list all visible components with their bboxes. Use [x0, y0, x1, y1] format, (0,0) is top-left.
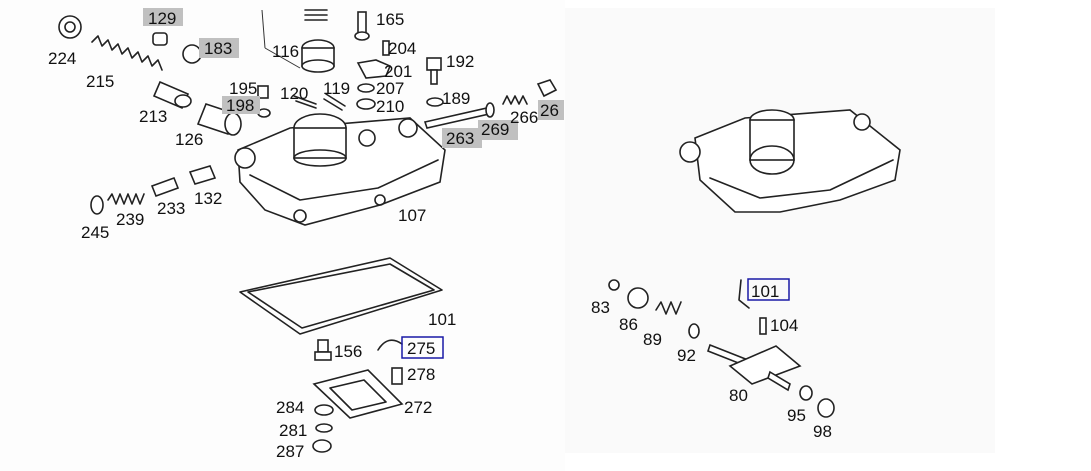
label-89[interactable]: 89 — [643, 330, 662, 349]
part-120-drawing — [293, 95, 317, 109]
part-98-drawing — [817, 398, 835, 418]
part-165-drawing — [354, 11, 370, 41]
label-213[interactable]: 213 — [139, 107, 167, 126]
label-192[interactable]: 192 — [446, 52, 474, 71]
part-201-drawing — [356, 59, 392, 79]
label-204[interactable]: 204 — [388, 39, 416, 58]
part-195-198-drawing — [257, 85, 271, 118]
part-192-drawing — [426, 57, 442, 85]
part-239-spring — [107, 193, 145, 205]
label-165[interactable]: 165 — [376, 10, 404, 29]
part-132-drawing — [188, 165, 217, 185]
part-215-spring — [91, 35, 163, 71]
part-245-drawing — [90, 195, 104, 215]
part-116-drawing — [301, 39, 335, 73]
part-204-drawing — [382, 40, 390, 56]
label-198[interactable]: 198 — [226, 96, 254, 115]
part-129-drawing — [152, 32, 168, 46]
part-275-drawing — [377, 339, 403, 351]
label-80[interactable]: 80 — [729, 386, 748, 405]
part-83-drawing — [608, 279, 620, 291]
label-207[interactable]: 207 — [376, 79, 404, 98]
part-213-drawing — [152, 80, 192, 110]
part-287-drawing — [312, 439, 332, 453]
highlight-269 — [478, 120, 518, 140]
label-119[interactable]: 119 — [323, 79, 350, 98]
part-284-drawing — [314, 404, 334, 416]
part-119-drawing — [323, 93, 346, 111]
label-156[interactable]: 156 — [334, 342, 362, 361]
label-26x[interactable]: 26 — [540, 101, 559, 120]
label-215[interactable]: 215 — [86, 72, 114, 91]
label-126[interactable]: 126 — [175, 130, 203, 149]
highlight-129 — [143, 8, 183, 26]
label-92[interactable]: 92 — [677, 346, 696, 365]
label-287[interactable]: 287 — [276, 442, 304, 461]
part-272-plate — [312, 369, 404, 419]
label-104[interactable]: 104 — [770, 316, 798, 335]
label-95[interactable]: 95 — [787, 406, 806, 425]
highlight-198 — [222, 96, 260, 114]
label-101-left[interactable]: 101 — [428, 310, 456, 329]
label-116[interactable]: 116 — [272, 42, 299, 61]
label-263[interactable]: 263 — [446, 129, 474, 148]
label-272[interactable]: 272 — [404, 398, 432, 417]
part-89-spring — [655, 301, 682, 315]
part-92-drawing — [688, 323, 700, 339]
label-224[interactable]: 224 — [48, 49, 76, 68]
part-26x-sensor — [536, 79, 558, 98]
highlight-101-right[interactable] — [747, 278, 790, 301]
label-189[interactable]: 189 — [442, 89, 470, 108]
highlight-275[interactable] — [401, 336, 444, 359]
label-284[interactable]: 284 — [276, 398, 304, 417]
part-281-drawing — [315, 423, 333, 433]
highlight-263 — [442, 128, 482, 148]
label-132[interactable]: 132 — [194, 189, 222, 208]
part-107-housing — [234, 9, 446, 226]
label-275[interactable]: 275 — [407, 339, 435, 358]
label-269[interactable]: 269 — [481, 120, 509, 139]
part-183-drawing — [182, 44, 202, 64]
part-spring-top-drawing — [304, 9, 328, 21]
highlight-26x — [538, 100, 564, 120]
part-101-right-drawing — [738, 279, 750, 309]
part-233-drawing — [150, 176, 180, 198]
left-panel-bg — [0, 0, 565, 471]
part-224-drawing — [58, 15, 82, 39]
part-207-210-drawing — [356, 83, 376, 110]
part-104-drawing — [759, 317, 767, 335]
label-239[interactable]: 239 — [116, 210, 144, 229]
label-195[interactable]: 195 — [229, 79, 257, 98]
label-210[interactable]: 210 — [376, 97, 404, 116]
label-183[interactable]: 183 — [204, 39, 232, 58]
label-245[interactable]: 245 — [81, 223, 109, 242]
part-86-drawing — [627, 287, 649, 309]
label-98[interactable]: 98 — [813, 422, 832, 441]
label-278[interactable]: 278 — [407, 365, 435, 384]
housing-outline-right — [679, 109, 901, 213]
right-panel-bg — [565, 8, 995, 453]
label-83[interactable]: 83 — [591, 298, 610, 317]
label-86[interactable]: 86 — [619, 315, 638, 334]
part-95-drawing — [799, 385, 813, 401]
part-278-drawing — [391, 367, 403, 385]
label-266[interactable]: 266 — [510, 108, 538, 127]
label-101-right[interactable]: 101 — [751, 282, 779, 301]
part-266-spring — [502, 95, 528, 105]
label-129[interactable]: 129 — [148, 9, 176, 28]
highlight-183 — [199, 38, 239, 58]
label-120[interactable]: 120 — [280, 84, 308, 103]
part-156-drawing — [314, 339, 332, 361]
part-269-drawing — [485, 102, 495, 118]
label-233[interactable]: 233 — [157, 199, 185, 218]
label-107[interactable]: 107 — [398, 206, 426, 225]
part-189-drawing — [426, 97, 444, 107]
label-201[interactable]: 201 — [384, 62, 412, 81]
part-80-valve — [707, 343, 802, 392]
part-101-gasket — [239, 257, 443, 335]
label-281[interactable]: 281 — [279, 421, 307, 440]
